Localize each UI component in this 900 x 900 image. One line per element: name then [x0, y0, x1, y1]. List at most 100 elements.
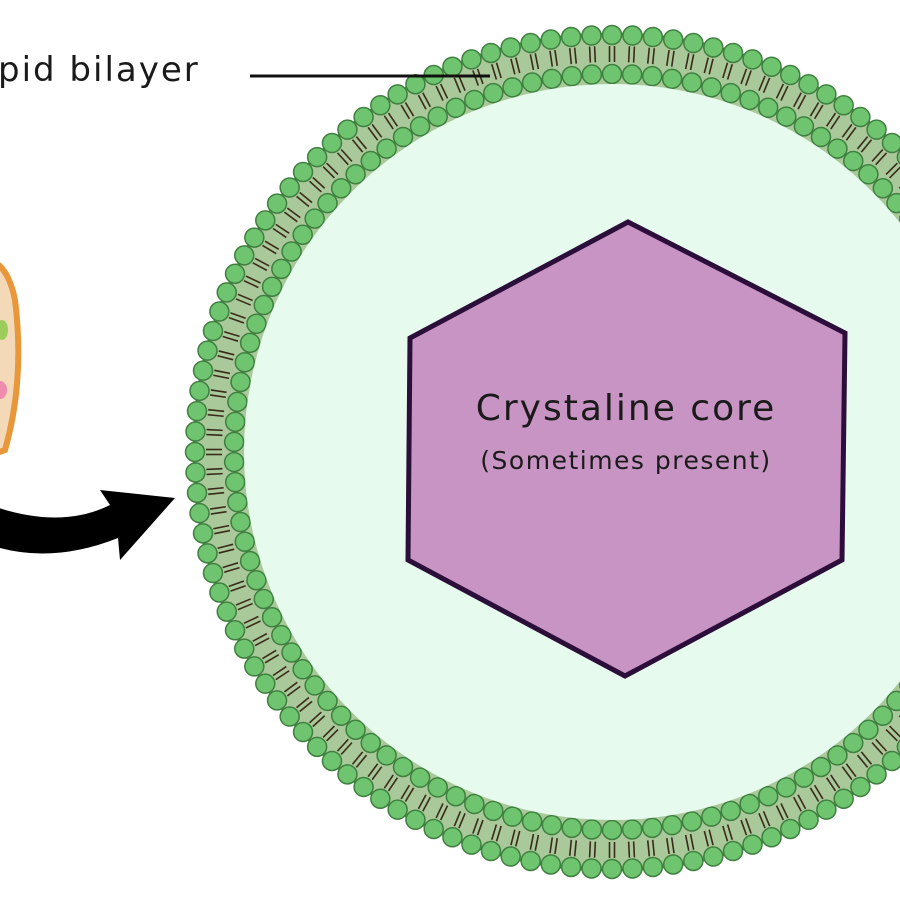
lipid-head-outer — [742, 49, 763, 70]
lipid-tail — [726, 63, 734, 80]
lipid-head-outer — [185, 462, 206, 483]
lipid-head-outer — [881, 132, 900, 154]
lipid-tail — [871, 148, 884, 162]
lipid-head-outer — [642, 26, 664, 48]
lipid-head-inner — [810, 756, 832, 778]
lipid-tail — [809, 102, 820, 117]
lipid-head-inner — [376, 138, 397, 159]
lipid-head-inner — [641, 817, 663, 839]
lipid-tail — [588, 841, 592, 858]
lipid-head-outer — [461, 49, 482, 70]
lipid-tail — [665, 49, 670, 66]
lipid-head-outer — [520, 32, 541, 54]
lipid-head-outer — [405, 73, 426, 95]
lipid-tail — [689, 833, 695, 850]
lipid-head-outer — [662, 29, 684, 50]
lipid-tail — [235, 598, 252, 606]
lipid-head-inner — [464, 89, 485, 111]
lipid-head-inner — [601, 63, 623, 85]
lipid-head-inner — [541, 68, 563, 90]
cell-partial — [0, 262, 22, 456]
lipid-tail — [845, 763, 857, 778]
lipid-head-inner — [502, 806, 523, 827]
lipid-head-outer — [850, 106, 871, 128]
lipid-tail — [208, 408, 225, 413]
lipid-head-inner — [304, 208, 325, 229]
lipid-head-inner — [561, 65, 583, 87]
lipid-tail — [490, 63, 498, 80]
lipid-tail — [210, 510, 227, 515]
lipid-tail — [299, 700, 313, 713]
lipid-head-outer — [186, 482, 208, 504]
lipid-head-inner — [483, 82, 504, 104]
lipid-head-inner — [227, 491, 248, 513]
lipid-head-inner — [409, 767, 431, 788]
lipid-head-inner — [858, 164, 879, 185]
lipid-tail — [206, 472, 223, 476]
lipid-head-outer — [216, 282, 237, 303]
lipid-head-inner — [392, 756, 414, 778]
lipid-tail — [308, 711, 322, 724]
lipid-head-inner — [271, 258, 292, 280]
lipid-head-inner — [234, 352, 256, 373]
lipid-tail — [476, 819, 484, 836]
lipid-head-inner — [253, 588, 274, 610]
lipid-head-inner — [281, 642, 302, 663]
lipid-head-outer — [233, 638, 255, 659]
lipid-head-outer — [185, 421, 206, 442]
lipid-tail — [670, 837, 675, 854]
lipid-head-inner — [345, 719, 366, 740]
lipid-head-outer — [816, 84, 837, 105]
lipid-head-inner — [521, 72, 543, 93]
lipid-head-outer — [722, 840, 744, 862]
lipid-head-outer — [480, 840, 502, 862]
lipid-head-inner — [886, 192, 900, 214]
lipid-head-inner — [304, 675, 325, 696]
lipid-head-inner — [793, 116, 815, 137]
lipid-tail — [670, 50, 675, 67]
lipid-head-inner — [234, 531, 256, 552]
lipid-head-inner — [253, 294, 274, 316]
lipid-head-outer — [306, 736, 328, 758]
lipid-head-outer — [896, 739, 900, 755]
lipid-tail — [841, 766, 853, 781]
lipid-tail — [762, 77, 771, 93]
lipid-head-outer — [216, 601, 237, 622]
lipid-head-outer — [189, 380, 210, 402]
lipid-head-outer — [881, 750, 900, 772]
lipid-head-outer — [370, 95, 391, 116]
lipid-tail — [243, 615, 259, 625]
lipid-tail — [355, 754, 368, 768]
lipid-tail — [417, 94, 427, 110]
lipid-tail — [856, 754, 869, 768]
lipid-tail — [627, 841, 631, 858]
lipid-head-inner — [360, 150, 381, 172]
lipid-head-outer — [780, 64, 801, 86]
lipid-tail — [495, 62, 502, 79]
lipid-tail — [272, 665, 287, 677]
lipid-head-inner — [239, 332, 261, 354]
lipid-tail — [218, 350, 235, 356]
lipid-tail — [780, 803, 789, 819]
lipid-tail — [885, 728, 898, 742]
lipid-tail — [439, 805, 449, 821]
lipid-head-outer — [703, 846, 724, 867]
lipid-head-outer — [560, 26, 582, 48]
lipid-head-outer — [321, 750, 343, 772]
lipid-tail — [529, 54, 535, 71]
lipid-tail — [830, 774, 841, 789]
lipid-head-outer — [442, 827, 463, 848]
lipid-tail — [243, 279, 259, 289]
lipid-tail — [340, 148, 353, 162]
lipid-head-inner — [464, 793, 485, 815]
lipid-head-inner — [858, 719, 879, 740]
lipid-tail — [860, 751, 873, 765]
lipid-head-outer — [423, 818, 444, 840]
lipid-head-outer — [266, 690, 288, 711]
lipid-bilayer-label: pid bilayer — [0, 50, 200, 90]
lipid-tail — [207, 413, 224, 418]
lipid-tail — [286, 207, 301, 219]
lipid-head-outer — [255, 673, 276, 694]
lipid-tail — [722, 825, 729, 842]
